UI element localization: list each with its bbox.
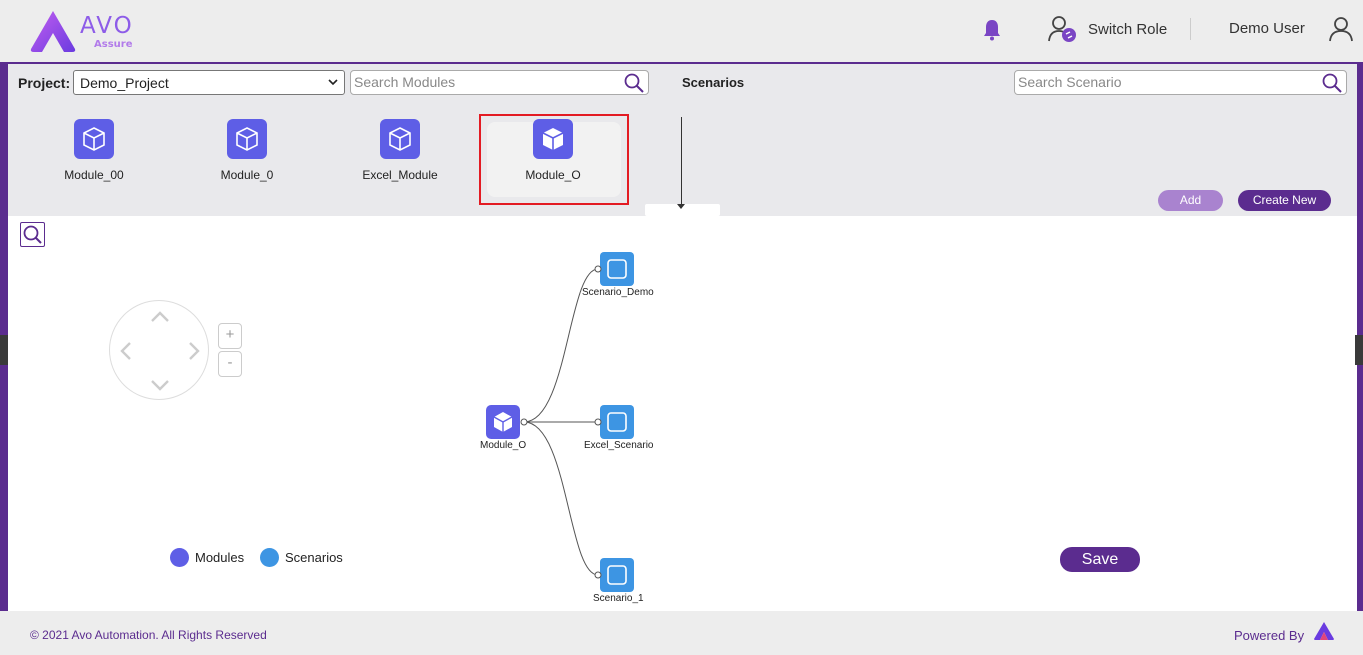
scenarios-heading: Scenarios	[682, 75, 745, 90]
mindmap-canvas[interactable]	[8, 64, 1357, 611]
user-icon[interactable]	[1328, 16, 1354, 42]
scenario-node-scenario-demo[interactable]	[594, 252, 634, 286]
module-toolbar: Project: Demo_Project Search Modules Sce…	[8, 64, 1357, 216]
copyright-text: © 2021 Avo Automation. All Rights Reserv…	[30, 628, 267, 642]
save-button[interactable]: Save	[1060, 547, 1140, 572]
cube-icon	[380, 119, 420, 159]
module-tile-module-0[interactable]: Module_0	[187, 119, 307, 197]
legend-modules: Modules	[170, 548, 244, 567]
search-icon[interactable]	[624, 73, 644, 93]
link-scenario-1	[523, 421, 599, 576]
search-icon	[23, 225, 42, 244]
header-divider	[1190, 18, 1191, 40]
scenario-node-scenario-1[interactable]	[594, 558, 634, 592]
workspace: Project: Demo_Project Search Modules Sce…	[8, 64, 1357, 611]
node-label-scenario-demo: Scenario_Demo	[582, 287, 654, 298]
cube-icon	[74, 119, 114, 159]
module-tile-module-o[interactable]: Module_O	[493, 119, 613, 197]
module-label: Module_0	[220, 168, 274, 182]
project-select-value: Demo_Project	[80, 74, 169, 91]
legend-scenarios: Scenarios	[260, 548, 343, 567]
legend-dot-modules	[170, 548, 189, 567]
main-frame: Project: Demo_Project Search Modules Sce…	[0, 62, 1363, 611]
arrow-down-icon[interactable]	[677, 204, 685, 209]
module-label: Module_00	[64, 168, 124, 182]
switch-role-button[interactable]: Switch Role	[1048, 14, 1167, 44]
app-header: AVO Assure Switch Role Demo User	[0, 0, 1363, 62]
search-modules-input[interactable]: Search Modules	[350, 70, 649, 95]
search-modules-placeholder: Search Modules	[354, 74, 456, 90]
chevron-down-icon	[328, 79, 338, 86]
project-label: Project:	[18, 75, 71, 91]
module-node-module-o[interactable]	[486, 405, 528, 439]
logo-text: AVO	[80, 13, 134, 39]
zoom-out-button[interactable]: -	[218, 351, 242, 377]
scenario-node-excel-scenario[interactable]	[594, 405, 634, 439]
create-new-button[interactable]: Create New	[1238, 190, 1331, 211]
module-tile-excel-module[interactable]: Excel_Module	[340, 119, 460, 197]
powered-by-text: Powered By	[1234, 628, 1305, 643]
switch-role-label: Switch Role	[1088, 20, 1168, 38]
bell-icon[interactable]	[980, 18, 1004, 42]
node-label-excel-scenario: Excel_Scenario	[584, 440, 654, 451]
right-collapse-handle[interactable]	[1355, 335, 1363, 365]
search-scenario-placeholder: Search Scenario	[1018, 74, 1122, 90]
link-scenario-demo	[523, 268, 599, 423]
avo-assure-logo[interactable]: AVO Assure	[28, 9, 138, 55]
pan-arrows-icon	[120, 311, 200, 391]
add-button[interactable]: Add	[1158, 190, 1223, 211]
legend-label-modules: Modules	[195, 550, 245, 565]
app-footer: © 2021 Avo Automation. All Rights Reserv…	[0, 611, 1363, 655]
node-label-scenario-1: Scenario_1	[593, 593, 644, 604]
node-label-root: Module_O	[480, 440, 527, 451]
scroll-tab[interactable]	[645, 204, 720, 216]
module-tile-module-00[interactable]: Module_00	[34, 119, 154, 197]
cube-icon	[533, 119, 573, 159]
legend-label-scenarios: Scenarios	[285, 550, 343, 565]
cube-icon	[227, 119, 267, 159]
left-collapse-handle[interactable]	[0, 335, 8, 365]
project-select[interactable]: Demo_Project	[73, 70, 345, 95]
avo-logo-icon	[30, 11, 76, 52]
legend-dot-scenarios	[260, 548, 279, 567]
scroll-divider	[681, 117, 682, 207]
search-icon[interactable]	[1322, 73, 1342, 93]
pan-control[interactable]	[109, 300, 209, 400]
logo-subtext: Assure	[94, 39, 133, 50]
search-scenario-input[interactable]: Search Scenario	[1014, 70, 1347, 95]
canvas-search-button[interactable]	[20, 222, 45, 247]
user-name[interactable]: Demo User	[1229, 20, 1305, 37]
avo-footer-logo-icon	[1314, 622, 1334, 640]
zoom-in-button[interactable]: +	[218, 323, 242, 349]
module-label: Excel_Module	[362, 168, 438, 182]
switch-role-icon	[1048, 16, 1076, 42]
module-label: Module_O	[525, 168, 581, 182]
